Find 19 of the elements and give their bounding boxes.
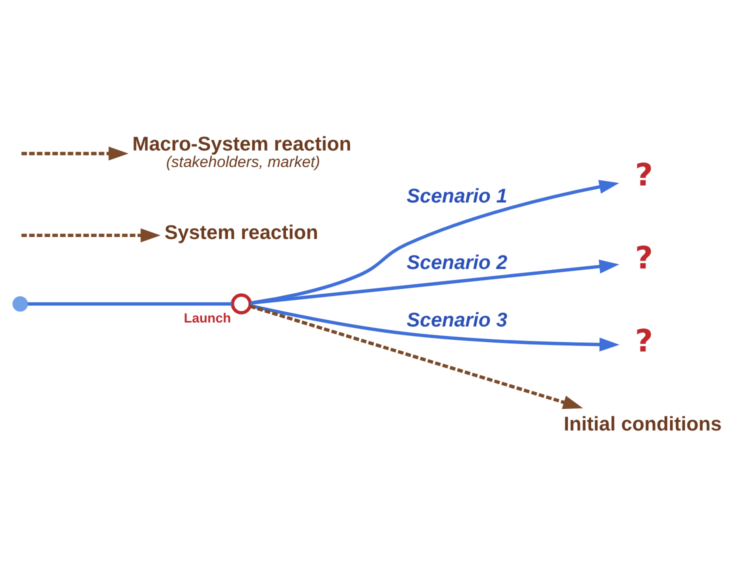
arrow xyxy=(250,180,620,305)
node-text: ? xyxy=(635,323,653,360)
edge-label: Scenario 3 xyxy=(406,309,508,332)
connector xyxy=(28,302,232,306)
arrow xyxy=(21,228,161,242)
arrow xyxy=(250,304,583,410)
edge-label: Scenario 2 xyxy=(406,252,508,274)
node-circle xyxy=(230,293,252,314)
node-text: System reaction xyxy=(164,222,318,244)
node-label: Launch xyxy=(184,310,231,326)
arrow xyxy=(250,260,620,305)
node-text: ? xyxy=(635,157,653,194)
arrow xyxy=(21,146,129,161)
node-text: Initial conditions xyxy=(564,413,722,436)
node-text: Macro-System reaction (stakeholders, market) xyxy=(132,134,352,172)
node-text: ? xyxy=(635,240,653,276)
arrow xyxy=(250,304,620,352)
node-circle xyxy=(12,296,28,312)
edge-label: Scenario 1 xyxy=(406,186,508,208)
